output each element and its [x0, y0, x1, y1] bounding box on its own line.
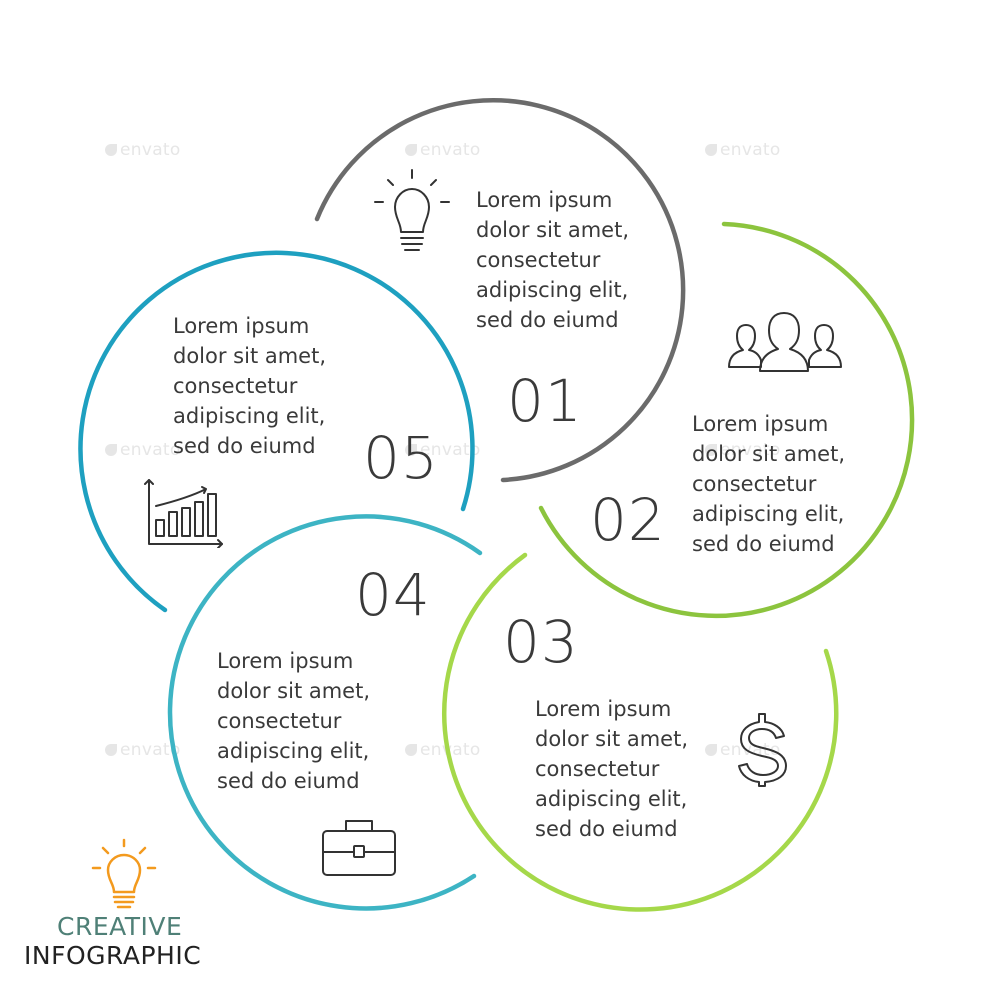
watermark: envato: [705, 140, 781, 160]
step-number-02: 02: [590, 486, 666, 554]
watermark: envato: [105, 740, 181, 760]
watermark: envato: [405, 740, 481, 760]
bar-chart-icon: [144, 479, 223, 548]
ring-03: [441, 552, 839, 912]
briefcase-icon: [322, 820, 396, 876]
dollar-icon: [738, 713, 787, 787]
watermark: envato: [405, 140, 481, 160]
creative-lightbulb-icon: [91, 838, 157, 909]
watermark: envato: [105, 440, 181, 460]
brand-title-infographic: INFOGRAPHIC: [24, 941, 202, 970]
ring-05: [78, 250, 475, 613]
ring-02: [538, 221, 915, 619]
brand-title-creative: CREATIVE: [57, 912, 183, 941]
watermark: envato: [705, 440, 781, 460]
people-icon: [728, 312, 842, 372]
watermark: envato: [405, 440, 481, 460]
ring-04: [167, 514, 483, 911]
step-number-03: 03: [503, 608, 579, 676]
step-number-04: 04: [355, 561, 431, 629]
step-number-05: 05: [363, 424, 439, 492]
watermark: envato: [705, 740, 781, 760]
step-number-01: 01: [507, 367, 583, 435]
lightbulb-icon: [374, 169, 450, 251]
watermark: envato: [105, 140, 181, 160]
ring-01: [314, 98, 686, 483]
